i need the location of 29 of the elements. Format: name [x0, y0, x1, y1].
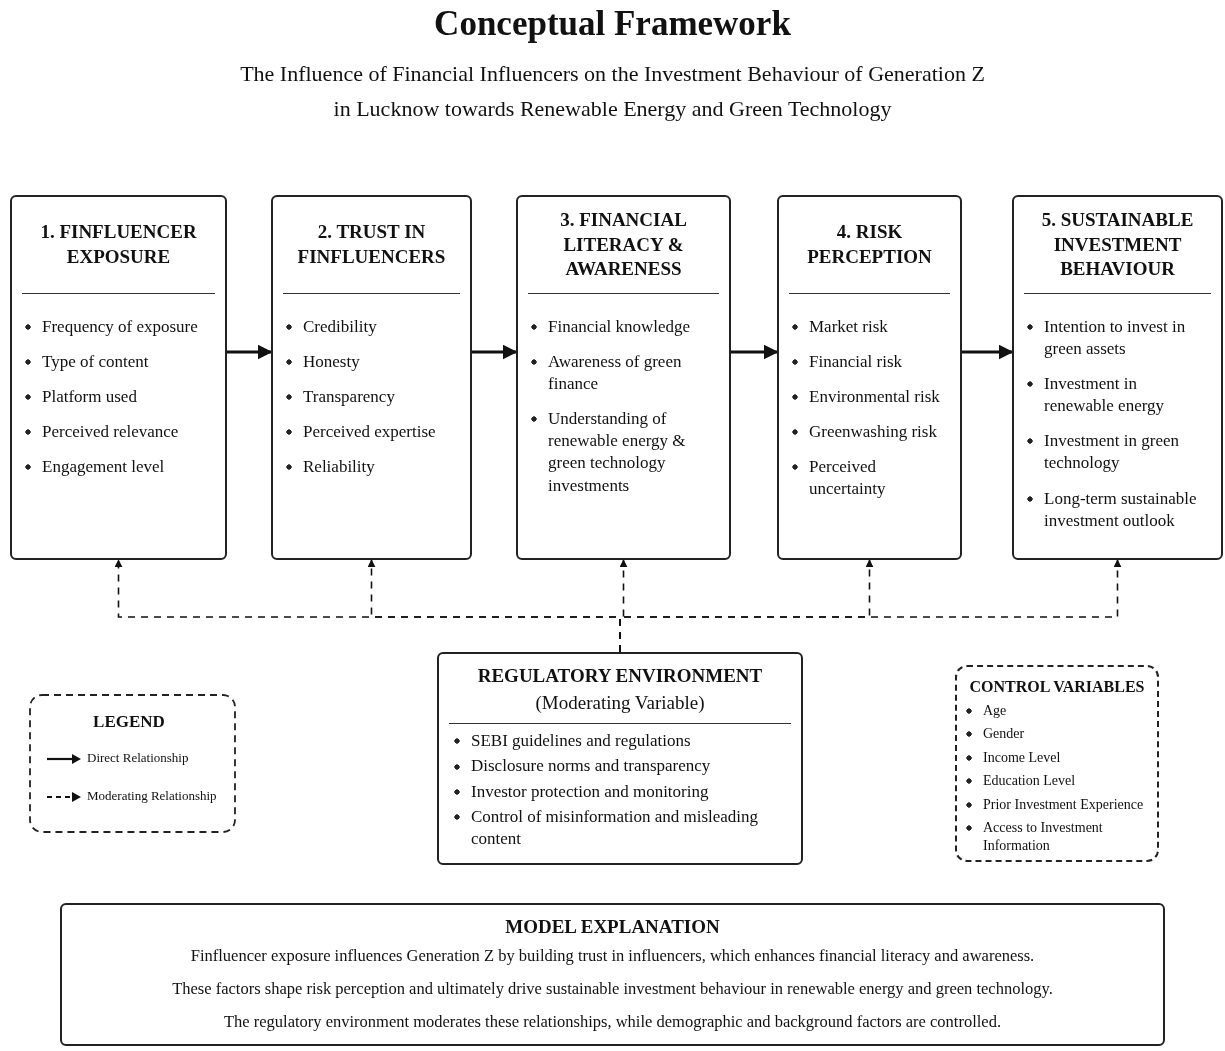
diagram-title: Conceptual Framework: [433, 4, 792, 44]
section-heading: 1. FINFLUENCER EXPOSURE: [39, 220, 198, 269]
explanation-panel: [60, 903, 1165, 1046]
stage-box: [516, 195, 731, 560]
section-heading: MODEL EXPLANATION: [504, 915, 721, 939]
section-heading: 4. RISK PERCEPTION: [806, 220, 933, 269]
explanation-text: Finfluencer exposure influences Generation Z by building trust in influencers, which enhances financial literacy and awareness.: [189, 944, 1036, 967]
section-heading: 3. FINANCIAL LITERACY & AWARENESS: [559, 207, 688, 282]
section-subheading: (Moderating Variable): [534, 690, 706, 715]
explanation-text: The regulatory environment moderates these relationships, while demographic and background factors are controlled.: [222, 1010, 1003, 1033]
explanation-text: These factors shape risk perception and ultimately drive sustainable investment behaviour in renewable energy and green technology.: [171, 977, 1054, 1000]
legend-text: Moderating Relationship: [87, 788, 217, 804]
subtitle: The Influence of Financial Influencers on the Investment Behaviour of Generation Z in Lucknow towards Renewable Energy and Green Technology: [239, 60, 986, 124]
stage-box: [271, 195, 472, 560]
section-heading: REGULATORY ENVIRONMENT: [476, 664, 764, 688]
section-heading: 2. TRUST IN FINFLUENCERS: [296, 220, 447, 269]
moderator-box: [437, 652, 803, 865]
legend-text: Direct Relationship: [87, 750, 189, 766]
legend-heading: LEGEND: [92, 711, 166, 733]
section-heading: CONTROL VARIABLES: [968, 677, 1146, 697]
arrow: [472, 344, 518, 360]
arrow: [731, 344, 779, 360]
stage-box: [777, 195, 962, 560]
arrow: [962, 344, 1014, 360]
section-heading: 5. SUSTAINABLE INVESTMENT BEHAVIOUR: [1040, 207, 1195, 282]
stage-box: [1012, 195, 1223, 560]
arrow: [227, 344, 273, 360]
stage-box: [10, 195, 227, 560]
control-variables-box: [955, 665, 1159, 862]
